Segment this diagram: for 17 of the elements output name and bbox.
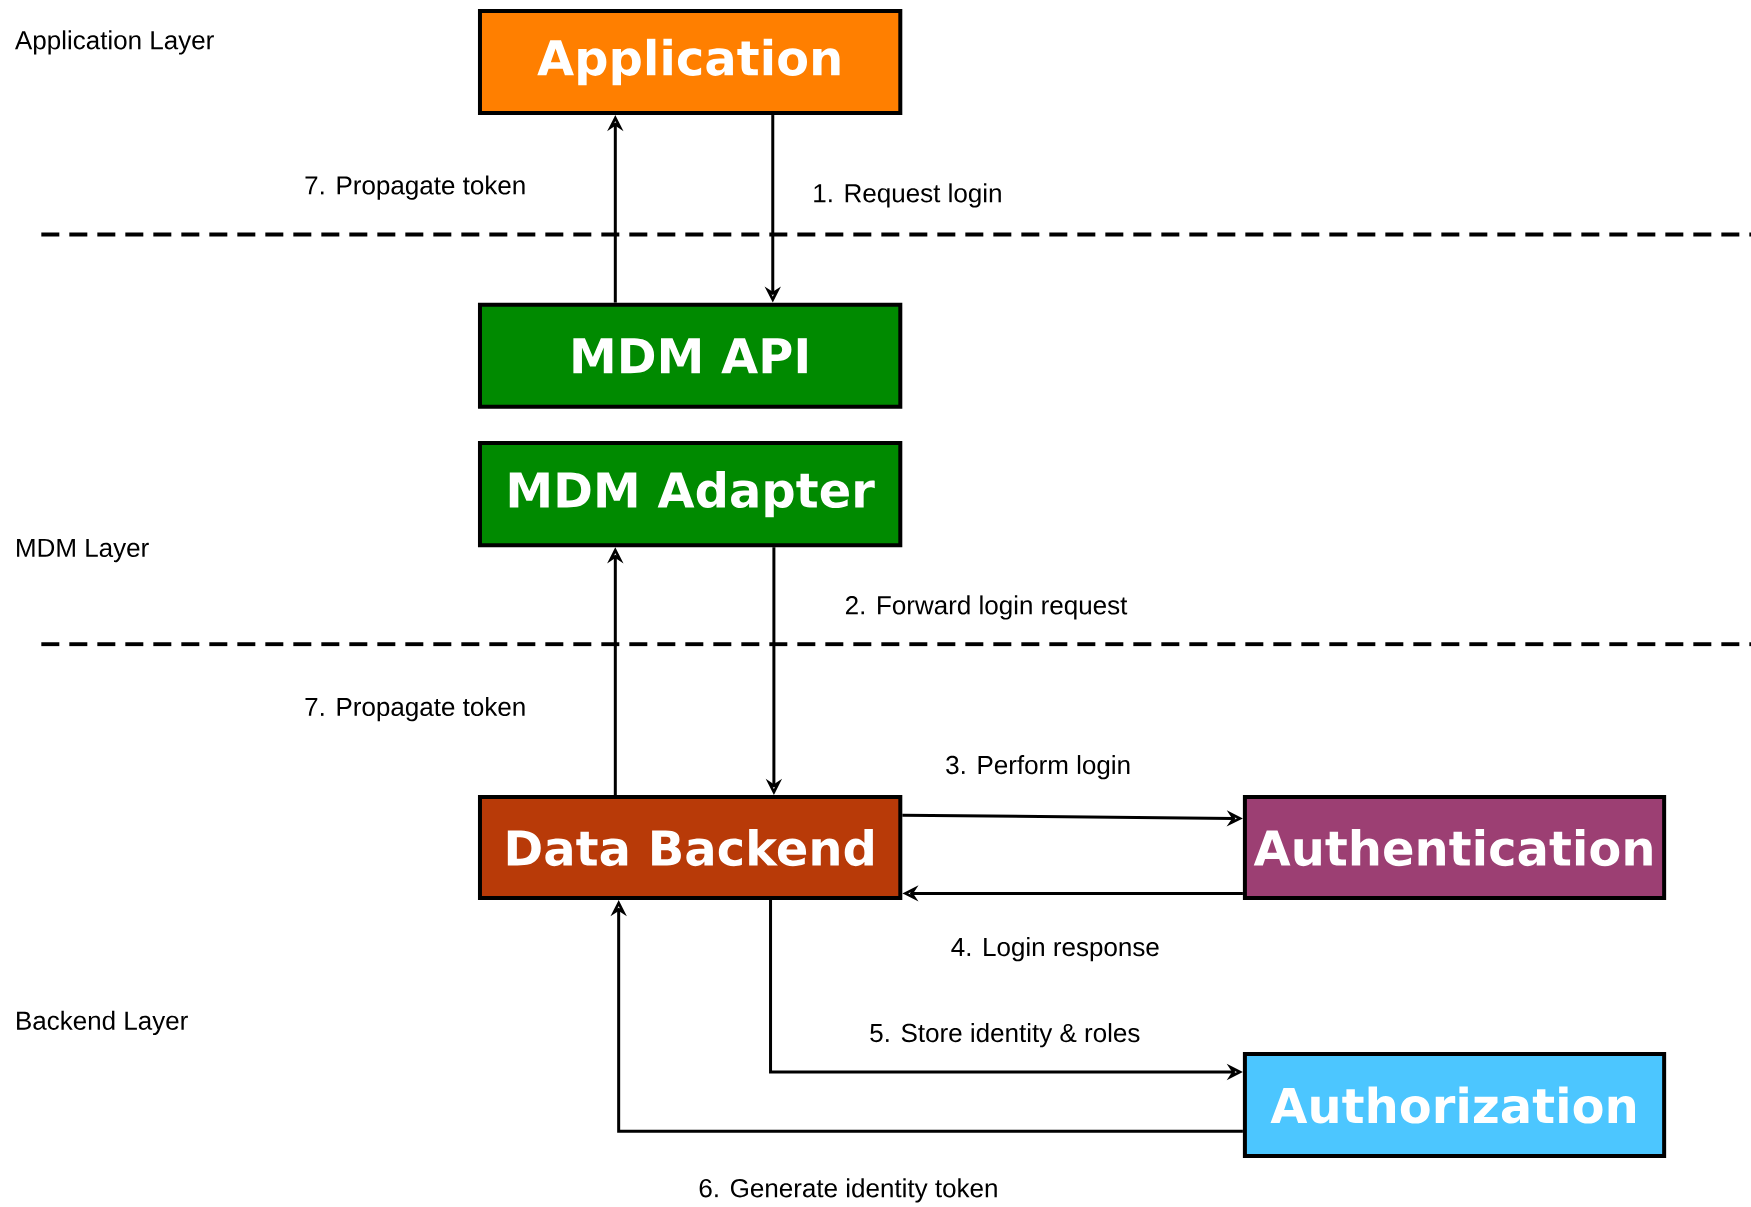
- process-box: Application: [477, 8, 903, 116]
- edge-label: 3. Perform login: [946, 755, 1130, 780]
- layer-label: Backend Layer: [17, 1010, 188, 1036]
- process-box: Data Backend: [477, 795, 903, 901]
- edge-label: 1. Request login: [814, 183, 1001, 208]
- edge-label: 2. Forward login request: [845, 595, 1128, 620]
- process-box: Authorization: [1242, 1051, 1667, 1159]
- edge-label: 4. Login response: [951, 937, 1159, 962]
- edge-label: 7. Propagate token: [305, 175, 525, 200]
- process-box: MDM Adapter: [477, 441, 903, 548]
- process-box: MDM API: [477, 302, 903, 409]
- layer-label: MDM Layer: [17, 538, 149, 563]
- process-box: Authentication: [1242, 795, 1667, 901]
- layer-label: Application Layer: [15, 30, 214, 55]
- edge-label: 6. Generate identity token: [699, 1178, 997, 1203]
- edge-label: 5. Store identity & roles: [870, 1023, 1140, 1048]
- edge-label: 7. Propagate token: [305, 697, 525, 722]
